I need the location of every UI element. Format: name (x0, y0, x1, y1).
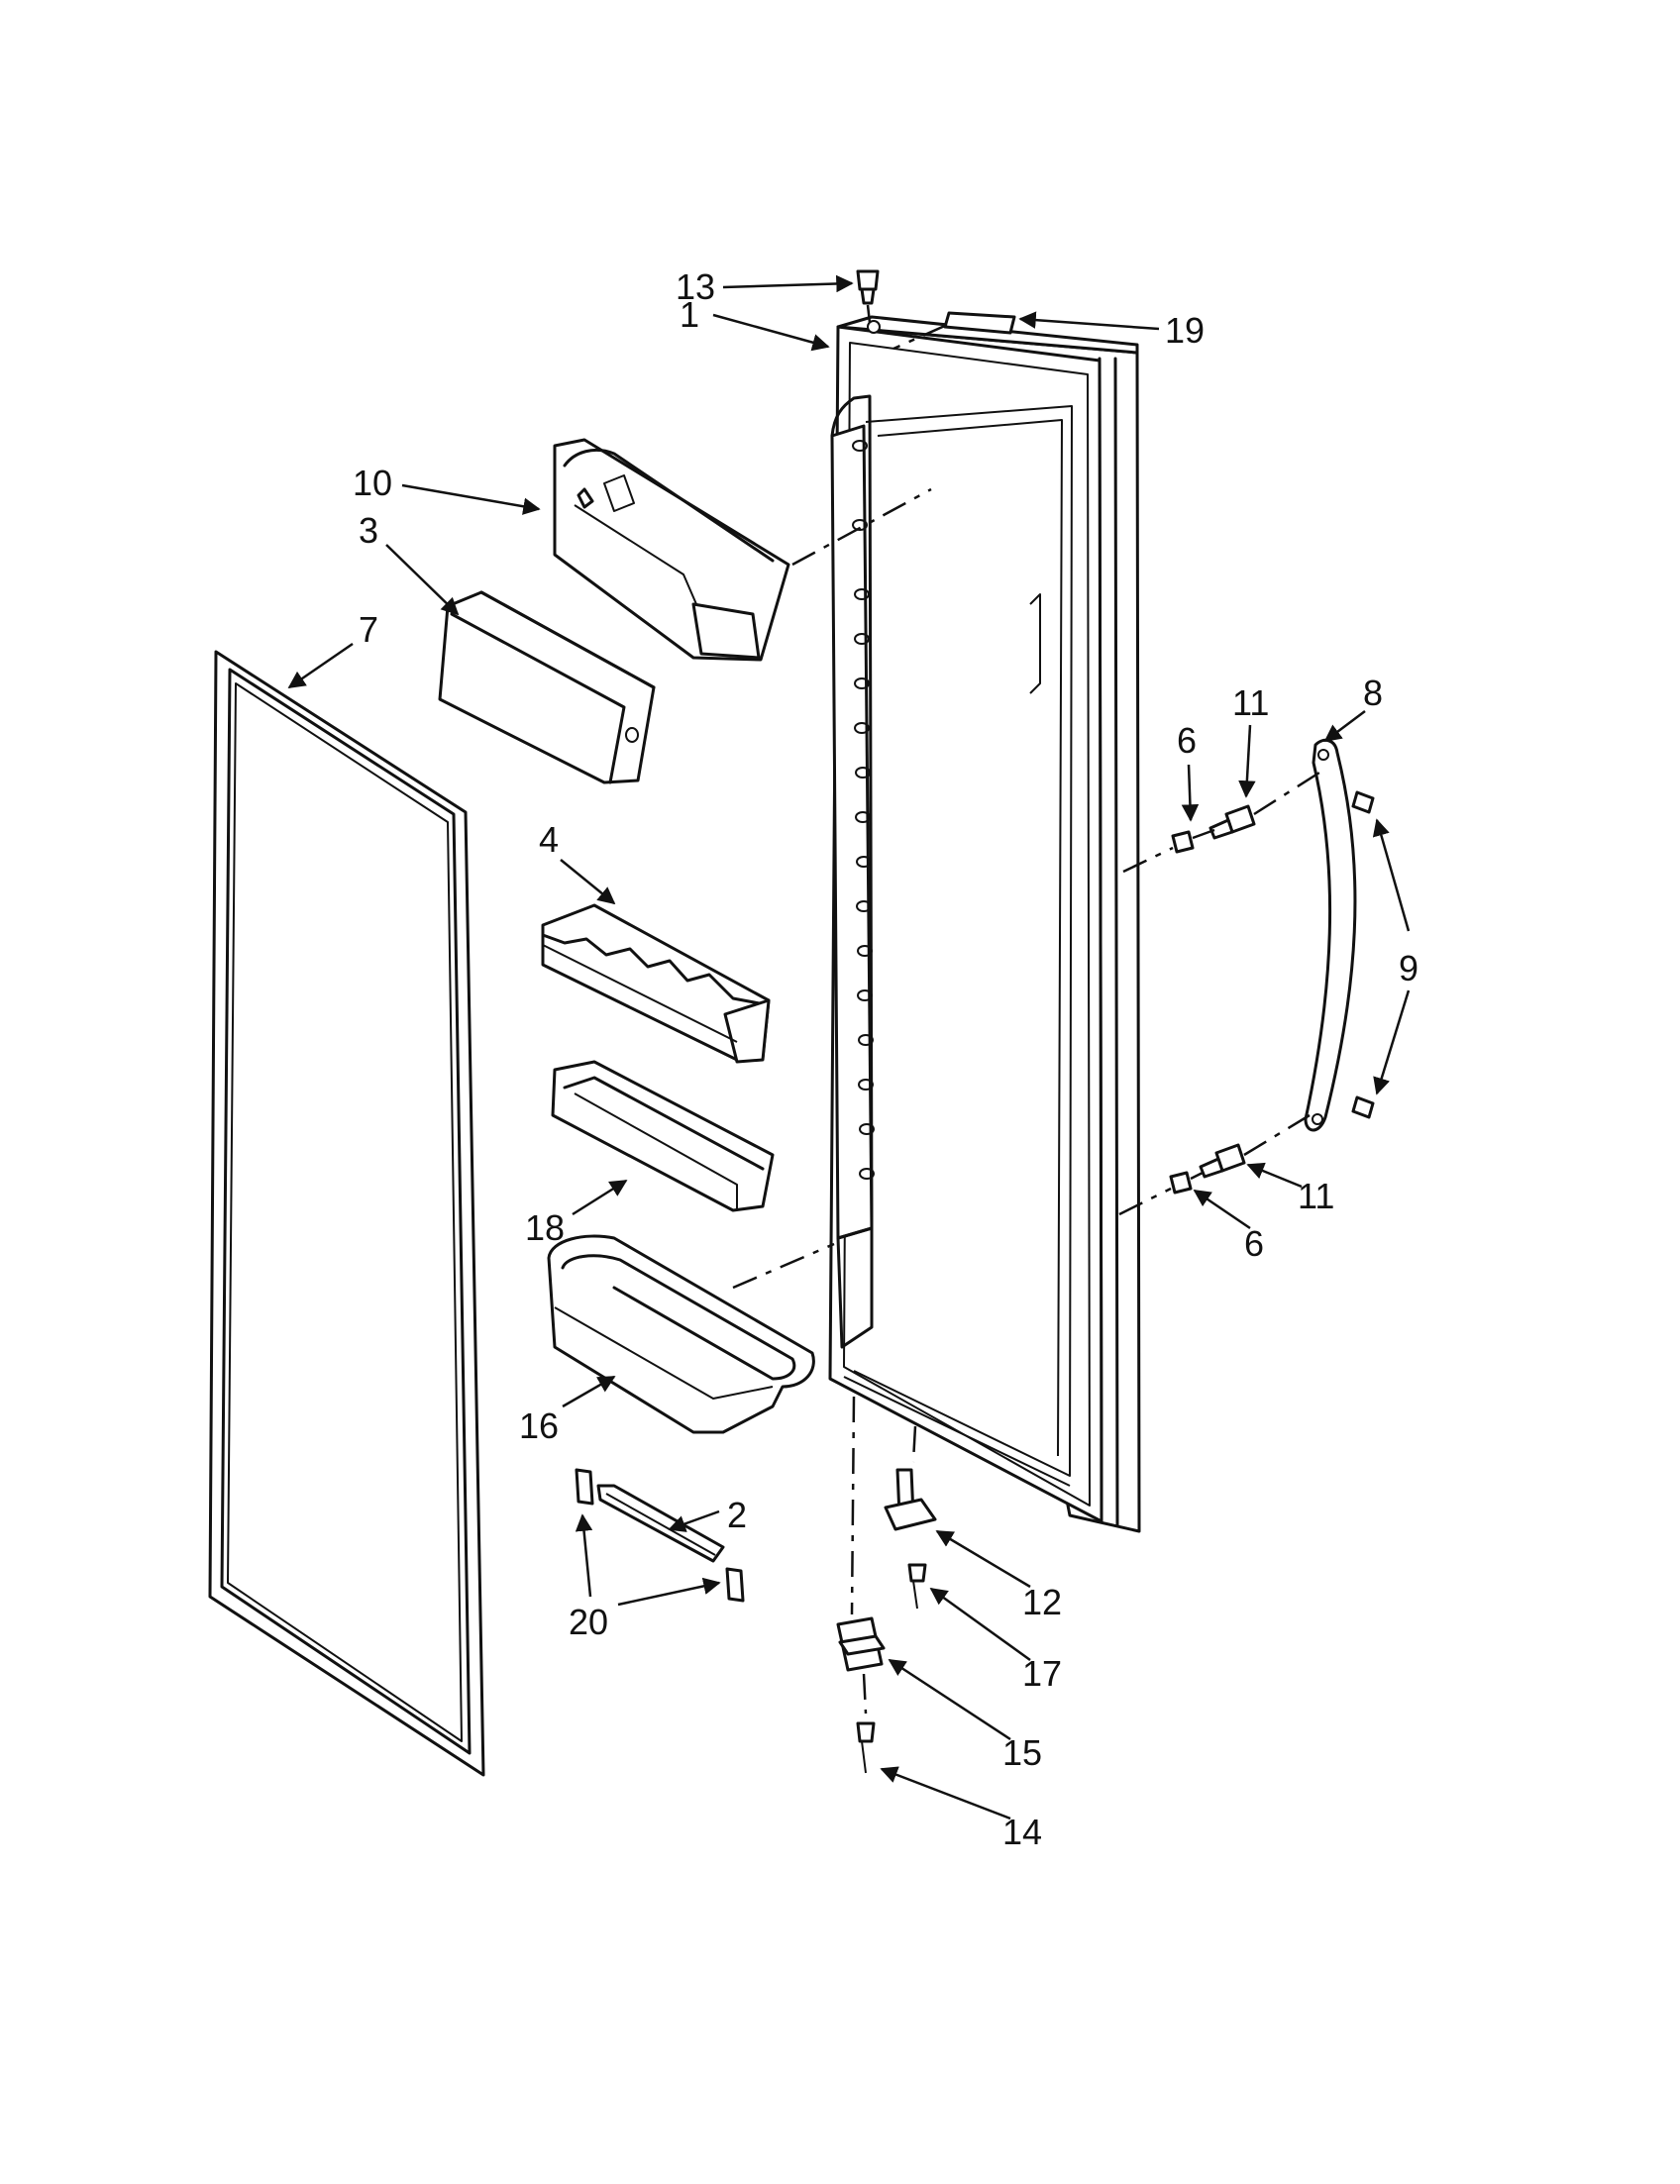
callout-13: 13 (676, 266, 715, 307)
door-liner-assembly (828, 315, 1141, 1533)
callout-15: 15 (1002, 1732, 1042, 1773)
callout-leaders (287, 274, 1411, 1820)
callout-20: 20 (569, 1602, 608, 1642)
callout-11-top: 11 (1232, 682, 1269, 723)
callout-8: 8 (1363, 673, 1383, 713)
door-shelf-bin (551, 1060, 775, 1212)
callout-6-top: 6 (1177, 720, 1197, 761)
callout-3: 3 (359, 510, 378, 551)
callout-16: 16 (519, 1405, 559, 1446)
callout-12: 12 (1022, 1582, 1062, 1622)
callout-7: 7 (359, 609, 378, 650)
bottom-door-bin (547, 1234, 835, 1434)
door-handle-assembly (1118, 738, 1375, 1216)
callout-9: 9 (1399, 948, 1418, 988)
dairy-door (438, 590, 656, 784)
callout-2: 2 (727, 1495, 747, 1535)
callout-1: 1 (680, 294, 699, 335)
callout-19: 19 (1165, 310, 1205, 351)
callout-17: 17 (1022, 1653, 1062, 1694)
shelf-retainer (575, 1468, 745, 1603)
bottom-hinge-assembly (836, 1396, 937, 1774)
callout-6-bottom: 6 (1244, 1223, 1264, 1264)
callout-11-bottom: 11 (1298, 1176, 1334, 1216)
callout-14: 14 (1002, 1812, 1042, 1852)
shelf-slots (852, 440, 875, 1180)
callout-labels: 13 19 1 10 3 7 4 18 16 2 20 6 11 8 9 11 … (353, 266, 1418, 1852)
dairy-compartment-frame (553, 438, 932, 662)
can-rack-shelf (541, 903, 771, 1064)
callout-4: 4 (539, 819, 559, 860)
door-gasket (208, 650, 485, 1777)
door-label-plate (892, 311, 1016, 351)
callout-18: 18 (525, 1207, 565, 1248)
callout-10: 10 (353, 463, 392, 503)
top-hinge-screw (856, 269, 880, 324)
